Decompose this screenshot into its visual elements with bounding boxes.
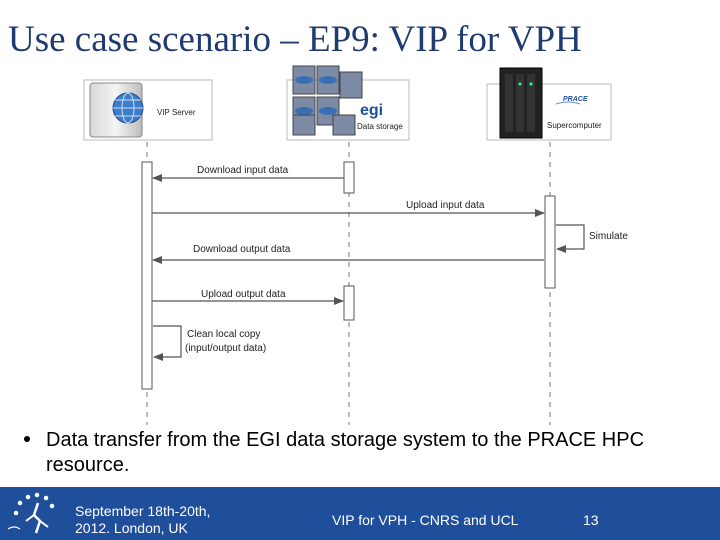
msg-download-input: Download input data xyxy=(197,165,289,176)
footer-center-text: VIP for VPH - CNRS and UCL xyxy=(332,512,519,528)
actor-supercomputer: PRACE Supercomputer xyxy=(486,67,612,141)
actor-label-supercomputer: Supercomputer xyxy=(547,121,602,130)
conference-logo-icon xyxy=(7,492,55,534)
msg-download-output: Download output data xyxy=(193,244,291,255)
bullet-item: Data transfer from the EGI data storage … xyxy=(46,429,645,476)
globe-server-icon xyxy=(89,82,144,138)
page-number: 13 xyxy=(583,512,599,528)
prace-supercomputer-icon: PRACE xyxy=(499,67,588,139)
slide-title: Use case scenario – EP9: VIP for VPH xyxy=(8,19,582,60)
actor-label-vip-server: VIP Server xyxy=(157,108,196,117)
actor-vip-server: VIP Server xyxy=(83,79,213,141)
sequence-diagram: VIP Server egi Data storage xyxy=(83,65,628,425)
activation-supercomputer xyxy=(544,195,556,289)
arrow-simulate xyxy=(556,224,585,253)
activation-storage-2 xyxy=(343,285,355,321)
msg-clean-local-copy-1: Clean local copy xyxy=(187,329,260,340)
activation-vip-server xyxy=(141,161,153,390)
prace-logo-text: PRACE xyxy=(563,96,588,103)
footer-bar: September 18th-20th, 2012. London, UK VI… xyxy=(0,487,720,540)
msg-simulate: Simulate xyxy=(589,231,628,242)
msg-upload-output: Upload output data xyxy=(201,289,286,300)
egi-logo-text: egi xyxy=(360,102,383,119)
activation-storage-1 xyxy=(343,161,355,194)
bullet-dot xyxy=(24,436,30,442)
msg-upload-input: Upload input data xyxy=(406,200,485,211)
msg-clean-local-copy-2: (input/output data) xyxy=(185,343,266,354)
footer-date-line1: September 18th-20th, xyxy=(75,503,211,519)
footer-date-line2: 2012. London, UK xyxy=(75,520,188,536)
actor-label-data-storage: Data storage xyxy=(357,122,403,131)
footer-date: September 18th-20th, 2012. London, UK xyxy=(75,503,265,537)
actor-data-storage: egi Data storage xyxy=(286,65,410,141)
arrow-clean-local-copy xyxy=(153,325,182,361)
egi-storage-icon: egi xyxy=(292,65,383,136)
